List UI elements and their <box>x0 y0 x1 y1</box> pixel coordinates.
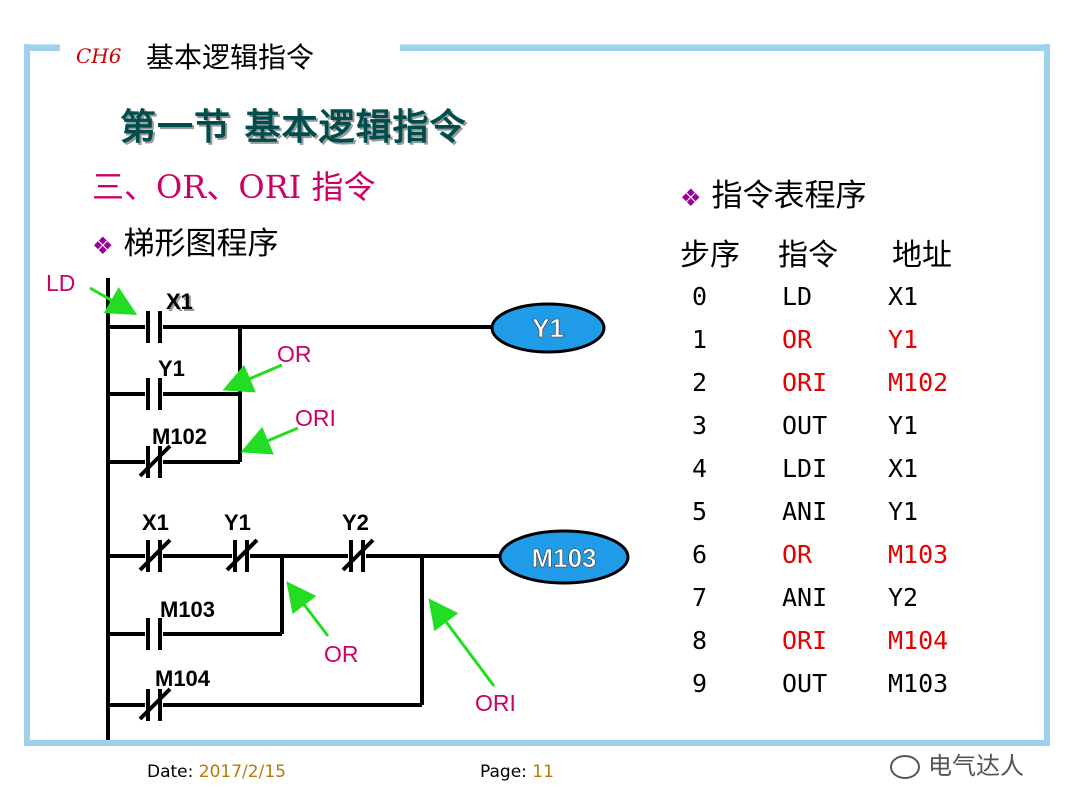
addr-cell: M103 <box>888 540 949 569</box>
date-value: 2017/2/15 <box>198 762 286 782</box>
label-y1-r2: Y1 <box>224 510 251 535</box>
label-y1-r1: Y1 <box>158 356 185 381</box>
step-cell: 8 <box>692 626 708 655</box>
step-cell: 0 <box>692 282 708 311</box>
annotation-ori-2: ORI <box>475 690 516 716</box>
date-label: Date: <box>147 762 194 782</box>
instruction-list-heading: ❖ 指令表程序 <box>680 170 867 215</box>
step-cell: 9 <box>692 669 708 698</box>
section-title: 第一节 基本逻辑指令 <box>120 106 467 148</box>
col-header-step: 步序 <box>680 238 740 273</box>
arrow-ori-1 <box>240 426 299 455</box>
footer-page: Page: 11 <box>480 762 554 782</box>
instr-cell: OUT <box>782 669 828 698</box>
ladder-heading-text: 梯形图程序 <box>123 226 279 262</box>
label-m104-r2: M104 <box>155 666 211 691</box>
chapter-title: 基本逻辑指令 <box>146 41 315 74</box>
coil-y1-label: Y1 <box>532 313 564 343</box>
instr-cell: OR <box>782 325 813 354</box>
instr-cell: OUT <box>782 411 828 440</box>
frame-left <box>24 44 30 744</box>
col-header-instr: 指令 <box>778 238 838 273</box>
instr-cell: ORI <box>782 626 828 655</box>
diamond-bullet-icon: ❖ <box>680 184 702 212</box>
label-x1-r1: X1 <box>166 289 193 314</box>
coil-y1 <box>490 302 606 354</box>
coil-m103-label: M103 <box>531 543 596 573</box>
step-cell: 7 <box>692 583 708 612</box>
label-x1-r2: X1 <box>142 510 169 535</box>
instr-cell: ANI <box>782 497 828 526</box>
annotation-or-1: OR <box>277 341 312 367</box>
frame-bottom <box>24 740 1050 746</box>
step-cell: 2 <box>692 368 708 397</box>
watermark: 电气达人 <box>890 746 1024 781</box>
watermark-text: 电气达人 <box>928 752 1024 780</box>
annotation-ld: LD <box>46 270 75 296</box>
ladder-heading: ❖ 梯形图程序 <box>92 218 279 263</box>
col-header-addr: 地址 <box>892 238 952 273</box>
page-label: Page: <box>480 762 527 782</box>
instr-cell: ORI <box>782 368 828 397</box>
rung-2 <box>108 538 505 721</box>
addr-cell: X1 <box>888 282 919 311</box>
arrow-or-2 <box>286 581 330 637</box>
instruction-list-heading-text: 指令表程序 <box>711 178 867 214</box>
instr-cell: LD <box>782 282 813 311</box>
label-y2-r2: Y2 <box>342 510 369 535</box>
label-m102-r1: M102 <box>152 424 207 449</box>
step-cell: 3 <box>692 411 708 440</box>
annotation-ori-1: ORI <box>295 405 336 431</box>
topic-title: 三、OR、ORI 指令 <box>92 168 376 206</box>
frame-top <box>24 44 1050 51</box>
label-m103-r2: M103 <box>160 597 215 622</box>
addr-cell: Y1 <box>888 325 919 354</box>
diamond-bullet-icon: ❖ <box>92 232 114 260</box>
arrow-or-1 <box>222 363 283 393</box>
arrow-ori-2 <box>428 598 496 687</box>
frame-title-gap <box>60 38 400 56</box>
step-cell: 1 <box>692 325 708 354</box>
step-cell: 5 <box>692 497 708 526</box>
annotation-or-2: OR <box>324 641 359 667</box>
step-cell: 4 <box>692 454 708 483</box>
step-cell: 6 <box>692 540 708 569</box>
page-value: 11 <box>532 762 554 782</box>
wechat-icon <box>890 755 920 779</box>
frame-right <box>1044 44 1050 746</box>
addr-cell: M102 <box>888 368 949 397</box>
addr-cell: M103 <box>888 669 949 698</box>
addr-cell: M104 <box>888 626 949 655</box>
coil-m103 <box>498 529 630 585</box>
instr-cell: LDI <box>782 454 828 483</box>
arrow-ld <box>89 286 138 315</box>
addr-cell: Y2 <box>888 583 919 612</box>
rung-1 <box>108 311 495 478</box>
instr-cell: OR <box>782 540 813 569</box>
instr-cell: ANI <box>782 583 828 612</box>
chapter-label: CH6 <box>76 44 122 68</box>
addr-cell: Y1 <box>888 497 919 526</box>
footer-date: Date: 2017/2/15 <box>147 762 286 782</box>
addr-cell: X1 <box>888 454 919 483</box>
addr-cell: Y1 <box>888 411 919 440</box>
